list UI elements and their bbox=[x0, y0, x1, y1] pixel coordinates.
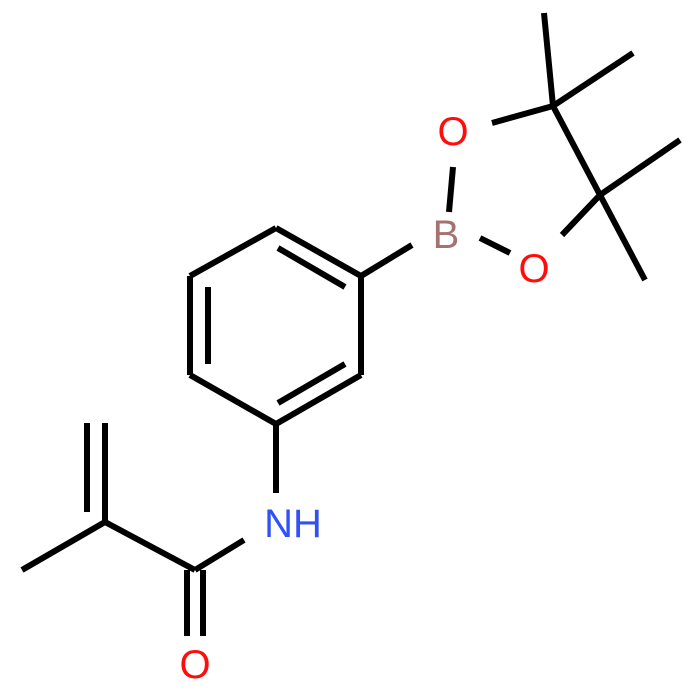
nitrogen-carbon-bond bbox=[193, 537, 246, 573]
methyl-bond bbox=[598, 137, 682, 198]
ring-boron-bond bbox=[359, 242, 414, 279]
ring-bond bbox=[274, 372, 363, 427]
atom-label-boron: B bbox=[433, 213, 460, 257]
methyl-bond bbox=[20, 519, 107, 573]
atom-label-oxygen: O bbox=[179, 643, 210, 687]
atom-label-oxygen: O bbox=[437, 110, 468, 154]
atom-label-oxygen: O bbox=[518, 247, 549, 291]
atom-label-nitrogen: NH bbox=[264, 502, 322, 546]
aromatic-inner-bond bbox=[276, 361, 347, 406]
bond-layer bbox=[20, 12, 682, 636]
carbon-carbon-bond bbox=[550, 104, 603, 197]
boron-oxygen-bond bbox=[446, 166, 456, 213]
carbon-carbon-bond bbox=[103, 519, 197, 573]
atom-labels: O B O NH O bbox=[179, 110, 549, 687]
methyl-bond bbox=[551, 50, 635, 109]
ring-bond bbox=[188, 225, 278, 279]
methyl-bond bbox=[597, 193, 648, 282]
aromatic-inner-bond bbox=[276, 245, 347, 290]
oxygen-carbon-bond bbox=[491, 103, 554, 126]
methyl-bond bbox=[541, 12, 556, 107]
oxygen-carbon-bond bbox=[559, 192, 603, 238]
boron-oxygen-bond bbox=[478, 235, 512, 256]
ring-bond bbox=[274, 225, 363, 279]
ring-bond bbox=[188, 372, 278, 427]
